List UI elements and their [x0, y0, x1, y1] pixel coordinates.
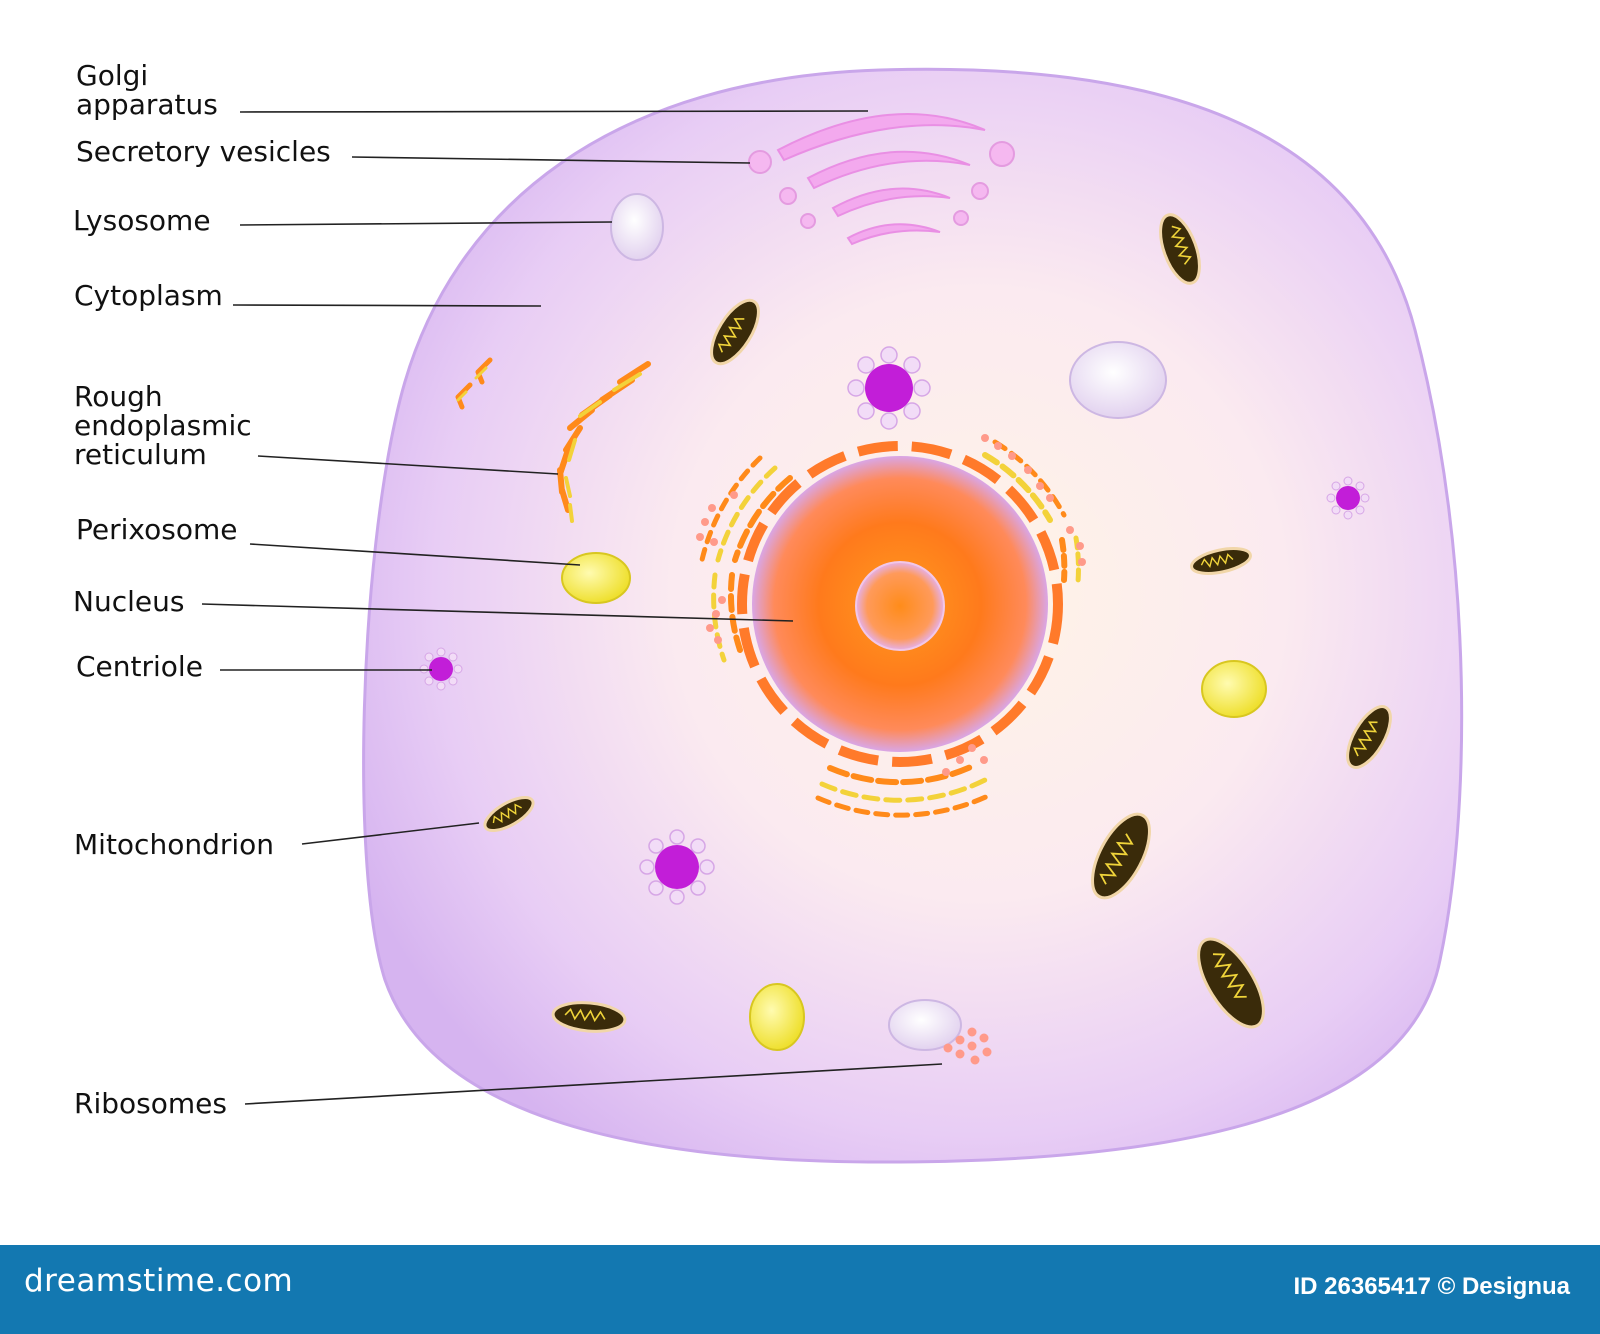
mitochondria	[483, 213, 1392, 1033]
perixosome	[749, 983, 805, 1051]
label-centriole: Centriole	[76, 650, 203, 683]
footer-bar: dreamstime.com ID 26365417 © Designua	[0, 1245, 1600, 1334]
mitochondrion	[1197, 937, 1265, 1029]
mitochondrion	[1091, 812, 1151, 900]
label-rough-endoplasmic-reticulum: Rough endoplasmic reticulum	[74, 380, 252, 471]
centriole	[847, 346, 931, 430]
perixosome	[561, 552, 631, 604]
label-perixosome: Perixosome	[76, 513, 238, 546]
mitochondrion	[710, 298, 760, 366]
label-mitochondrion: Mitochondrion	[74, 828, 275, 861]
ribosomes	[943, 1027, 992, 1065]
leader-lines	[201, 110, 943, 1105]
label-secretory-vesicles: Secretory vesicles	[76, 135, 331, 168]
rough-endoplasmic-reticulum	[455, 357, 651, 523]
perixosome	[1201, 660, 1267, 718]
site-name: dreamstime.com	[24, 1263, 294, 1299]
image-credit: ID 26365417 © Designua	[1293, 1273, 1571, 1300]
lysosome	[610, 193, 664, 261]
mitochondrion	[1159, 213, 1201, 285]
golgi-apparatus	[776, 113, 986, 246]
centriole	[1326, 476, 1370, 520]
label-lysosome: Lysosome	[73, 204, 211, 237]
label-ribosomes: Ribosomes	[74, 1087, 227, 1120]
label-cytoplasm: Cytoplasm	[74, 279, 223, 312]
mitochondrion	[1190, 547, 1252, 575]
centriole	[639, 829, 715, 905]
label-nucleus: Nucleus	[73, 585, 185, 618]
nucleolus	[855, 561, 945, 651]
mitochondrion	[483, 795, 535, 833]
secretory-vesicles	[748, 141, 1015, 229]
mitochondrion	[551, 1001, 627, 1033]
centriole	[419, 647, 463, 691]
perinuclear-ribosomes	[696, 434, 1086, 776]
label-golgi-apparatus: Golgi apparatus	[76, 59, 218, 121]
mitochondrion	[1346, 705, 1392, 769]
nucleus	[737, 441, 1063, 767]
cell-diagram	[201, 67, 1464, 1164]
lysosome	[888, 999, 962, 1051]
lysosome	[1069, 341, 1167, 419]
